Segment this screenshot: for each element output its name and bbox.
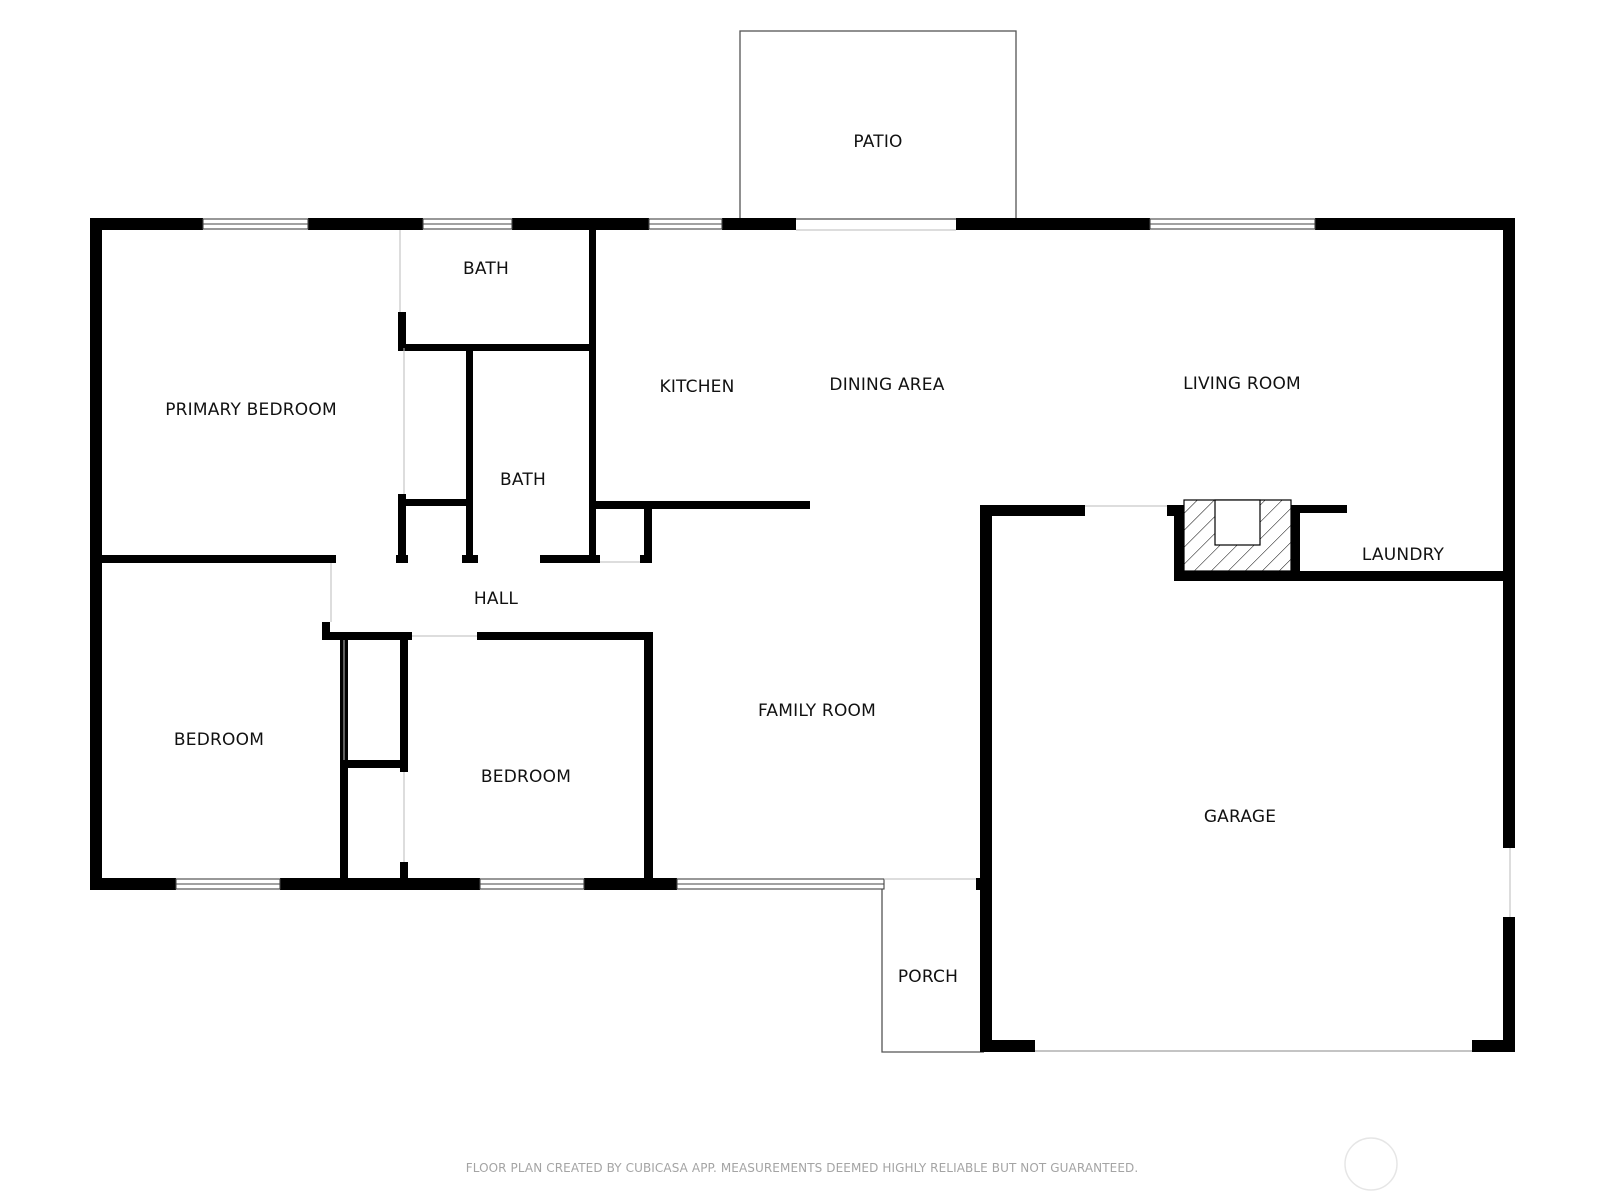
porch-outline (881, 888, 984, 1053)
room-label-garage: GARAGE (1204, 807, 1276, 827)
room-label-bath-top: BATH (463, 259, 509, 279)
patio-outline (739, 30, 1017, 220)
room-label-hall: HALL (474, 589, 518, 609)
walls (90, 218, 1515, 1052)
room-label-patio: PATIO (853, 132, 902, 152)
room-label-dining-area: DINING AREA (829, 375, 944, 395)
room-label-family-room: FAMILY ROOM (758, 701, 876, 721)
room-label-laundry: LAUNDRY (1362, 545, 1445, 565)
room-label-primary-bedroom: PRIMARY BEDROOM (165, 400, 337, 420)
room-label-bedroom-left: BEDROOM (174, 730, 264, 750)
room-label-bedroom-center: BEDROOM (481, 767, 571, 787)
doorways (330, 229, 1511, 917)
room-label-kitchen: KITCHEN (659, 377, 734, 397)
watermark-circle-icon (1344, 1137, 1398, 1191)
room-label-bath-middle: BATH (500, 470, 546, 490)
footer-disclaimer: FLOOR PLAN CREATED BY CUBICASA APP. MEAS… (466, 1161, 1139, 1175)
room-label-porch: PORCH (898, 967, 958, 987)
fireplace-icon (1183, 499, 1292, 572)
room-label-living-room: LIVING ROOM (1183, 374, 1301, 394)
windows (175, 218, 1316, 890)
